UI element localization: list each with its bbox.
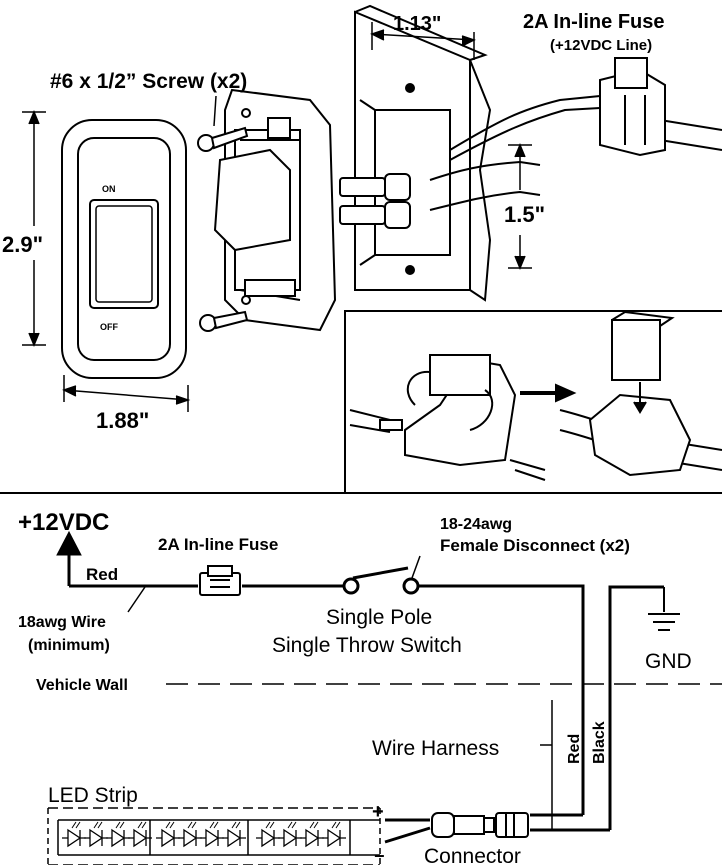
wire-gauge-label-1: 18awg Wire	[18, 614, 106, 631]
minus-terminal-label: −	[374, 846, 385, 865]
inline-fuse-top	[599, 57, 666, 157]
female-disconnects	[339, 173, 411, 229]
dim-width: 1.88"	[96, 408, 149, 433]
inline-fuse-symbol	[199, 565, 241, 596]
harness-bracket	[540, 700, 553, 830]
led-diode-icon	[62, 821, 86, 848]
led-diode-icon	[128, 821, 152, 848]
dimension-lines	[22, 22, 532, 412]
screw-label: #6 x 1/2” Screw (x2)	[50, 70, 247, 93]
led-diode-icon	[106, 821, 130, 848]
switch-on-label: ON	[102, 184, 116, 194]
vehicle-wall-label: Vehicle Wall	[36, 677, 128, 694]
fuse-install-inset	[344, 310, 722, 494]
led-diode-icon	[256, 821, 280, 848]
screws	[197, 126, 249, 332]
led-diode-icon	[178, 821, 202, 848]
installation-illustration	[22, 4, 722, 412]
cover-plate	[61, 119, 187, 379]
dim-height: 2.9"	[2, 232, 43, 257]
harness-label: Wire Harness	[372, 737, 499, 760]
led-strip	[47, 807, 381, 865]
connector	[431, 812, 529, 838]
red-wire-label: Red	[86, 565, 118, 584]
fuse-label: 2A In-line Fuse	[158, 535, 278, 554]
switch-label-1: Single Pole	[326, 606, 432, 629]
led-diode-icon	[84, 821, 108, 848]
harness-red-label: Red	[566, 734, 583, 764]
led-diode-icon	[200, 821, 224, 848]
harness-black-label: Black	[591, 721, 608, 764]
led-diode-icon	[322, 821, 346, 848]
disconnect-label-2: Female Disconnect (x2)	[440, 536, 630, 555]
supply-label: +12VDC	[18, 509, 109, 536]
screw-leader	[213, 95, 217, 127]
ground-label: GND	[645, 650, 692, 673]
fuse-title-top: 2A In-line Fuse	[523, 11, 665, 33]
switch-off-label: OFF	[100, 322, 118, 332]
led-diodes	[57, 820, 351, 855]
schematic	[56, 530, 664, 844]
wire-gauge-label-2: (minimum)	[28, 637, 110, 654]
led-diode-icon	[278, 821, 302, 848]
led-diode-icon	[300, 821, 324, 848]
switch-label-2: Single Throw Switch	[272, 634, 462, 657]
led-strip-label: LED Strip	[48, 784, 138, 807]
label-leaders	[127, 555, 421, 613]
plus-terminal-label: +	[372, 801, 384, 823]
disconnect-label-1: 18-24awg	[440, 516, 512, 533]
led-diode-icon	[156, 821, 180, 848]
dim-terminal-spacing: 1.5"	[504, 202, 545, 227]
fuse-wires	[429, 95, 722, 211]
connector-label: Connector	[424, 845, 521, 865]
fuse-subtitle-top: (+12VDC Line)	[550, 37, 652, 54]
led-diode-icon	[222, 821, 246, 848]
switch-body	[213, 88, 337, 332]
ground-symbol	[648, 587, 680, 631]
dim-depth: 1.13"	[393, 13, 441, 35]
wall-panel	[354, 4, 492, 302]
